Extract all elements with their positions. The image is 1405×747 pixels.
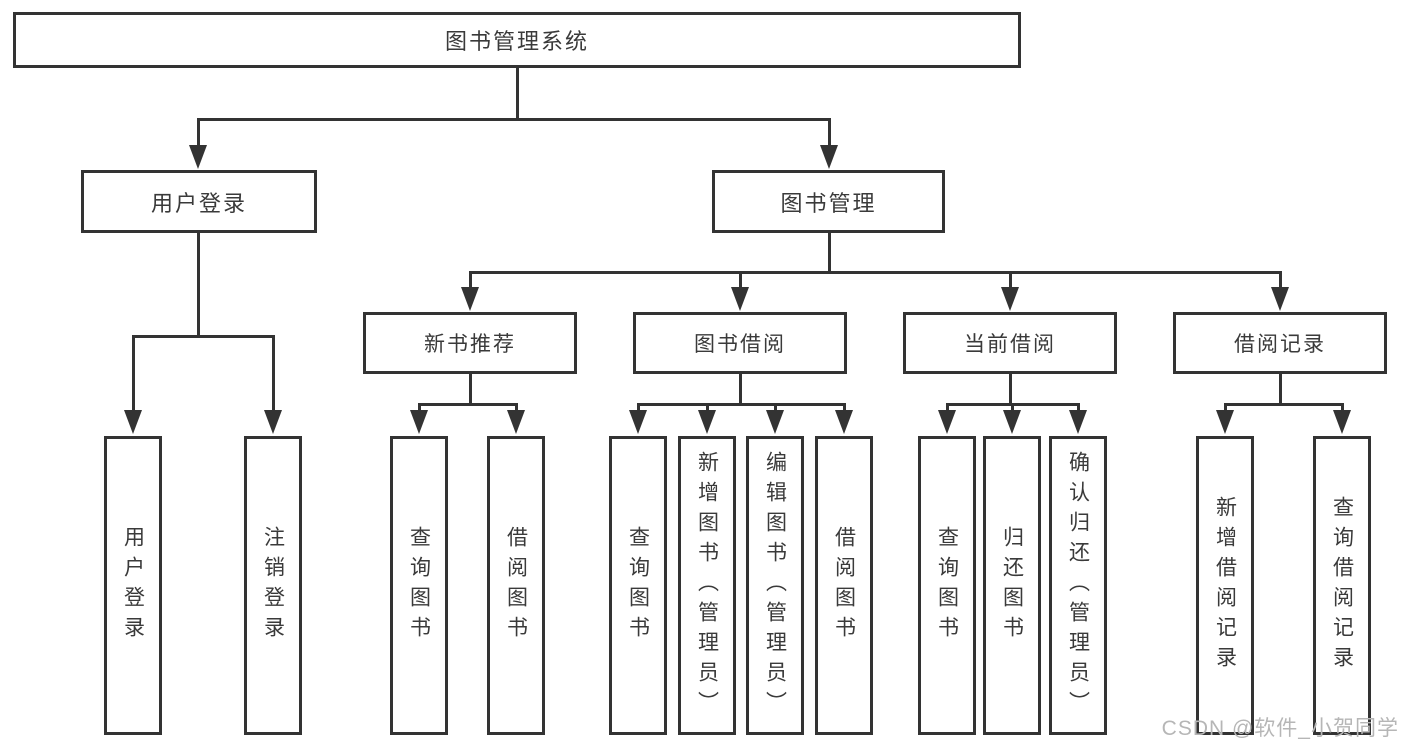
node-library-management-system: 图书管理系统: [13, 12, 1021, 68]
connector-line: [945, 404, 949, 414]
arrow-down-icon: [1333, 410, 1351, 434]
arrow-down-icon: [1069, 410, 1087, 434]
node-add-borrow-record: 新增借阅记录: [1196, 436, 1254, 735]
node-edit-books-admin: 编辑图书（管理员）: [746, 436, 804, 735]
arrow-down-icon: [731, 287, 749, 311]
csdn-watermark: CSDN @软件_小贺同学: [1161, 717, 1399, 740]
arrow-down-icon: [1216, 410, 1234, 434]
node-new-book-recommendation: 新书推荐: [363, 312, 577, 374]
node-label: 确认归还（管理员）: [1066, 450, 1090, 721]
connector-line: [1008, 374, 1012, 405]
arrow-down-icon: [1271, 287, 1289, 311]
arrow-down-icon: [124, 410, 142, 434]
node-borrow-books-leaf: 借阅图书: [815, 436, 873, 735]
node-label: 查询图书: [407, 525, 431, 646]
arrow-down-icon: [461, 287, 479, 311]
arrow-down-icon: [1001, 287, 1019, 311]
connector-line: [1340, 404, 1344, 414]
node-label: 编辑图书（管理员）: [763, 450, 787, 721]
node-label: 查询图书: [626, 525, 650, 646]
arrow-down-icon: [1003, 410, 1021, 434]
node-label: 查询借阅记录: [1330, 495, 1354, 676]
connector-line: [842, 404, 846, 414]
connector-line: [636, 404, 640, 414]
connector-line: [131, 334, 275, 338]
arrow-down-icon: [698, 410, 716, 434]
arrow-down-icon: [835, 410, 853, 434]
node-label: 用户登录: [121, 525, 145, 646]
node-label: 借阅图书: [832, 525, 856, 646]
arrow-down-icon: [629, 410, 647, 434]
connector-line: [1010, 404, 1014, 414]
connector-line: [514, 404, 518, 414]
connector-line: [131, 336, 135, 414]
node-return-books: 归还图书: [983, 436, 1041, 735]
connector-line: [417, 402, 518, 406]
node-search-books-current: 查询图书: [918, 436, 976, 735]
arrow-down-icon: [766, 410, 784, 434]
connector-line: [515, 68, 519, 121]
connector-line: [271, 336, 275, 414]
arrow-down-icon: [189, 145, 207, 169]
connector-line: [468, 270, 1282, 274]
node-label: 查询图书: [935, 525, 959, 646]
node-label: 新增图书（管理员）: [695, 450, 719, 721]
connector-line: [827, 233, 831, 274]
arrow-down-icon: [410, 410, 428, 434]
connector-line: [773, 404, 777, 414]
connector-line: [1278, 272, 1282, 291]
node-book-management: 图书管理: [712, 170, 945, 233]
node-user-login-leaf: 用户登录: [104, 436, 162, 735]
connector-line: [196, 119, 200, 149]
connector-line: [468, 272, 472, 291]
connector-line: [827, 119, 831, 149]
connector-line: [196, 233, 200, 338]
node-add-books-admin: 新增图书（管理员）: [678, 436, 736, 735]
connector-line: [705, 404, 709, 414]
arrow-down-icon: [938, 410, 956, 434]
connector-line: [738, 272, 742, 291]
connector-line: [636, 402, 846, 406]
connector-line: [468, 374, 472, 405]
connector-line: [1008, 272, 1012, 291]
connector-line: [417, 404, 421, 414]
connector-line: [1223, 402, 1344, 406]
node-label: 归还图书: [1000, 525, 1024, 646]
node-search-books-recommend: 查询图书: [390, 436, 448, 735]
node-borrowing-records: 借阅记录: [1173, 312, 1387, 374]
node-search-borrow-record: 查询借阅记录: [1313, 436, 1371, 735]
connector-line: [1223, 404, 1227, 414]
node-label: 注销登录: [261, 525, 285, 646]
node-label: 新增借阅记录: [1213, 495, 1237, 676]
node-current-borrowing: 当前借阅: [903, 312, 1117, 374]
connector-line: [1278, 374, 1282, 405]
arrow-down-icon: [264, 410, 282, 434]
node-book-borrowing: 图书借阅: [633, 312, 847, 374]
arrow-down-icon: [507, 410, 525, 434]
node-borrow-books-recommend: 借阅图书: [487, 436, 545, 735]
node-confirm-return-admin: 确认归还（管理员）: [1049, 436, 1107, 735]
node-user-login: 用户登录: [81, 170, 317, 233]
node-logout-leaf: 注销登录: [244, 436, 302, 735]
connector-line: [196, 117, 831, 121]
node-search-books-borrowing: 查询图书: [609, 436, 667, 735]
node-label: 借阅图书: [504, 525, 528, 646]
connector-line: [738, 374, 742, 405]
arrow-down-icon: [820, 145, 838, 169]
connector-line: [1076, 404, 1080, 414]
